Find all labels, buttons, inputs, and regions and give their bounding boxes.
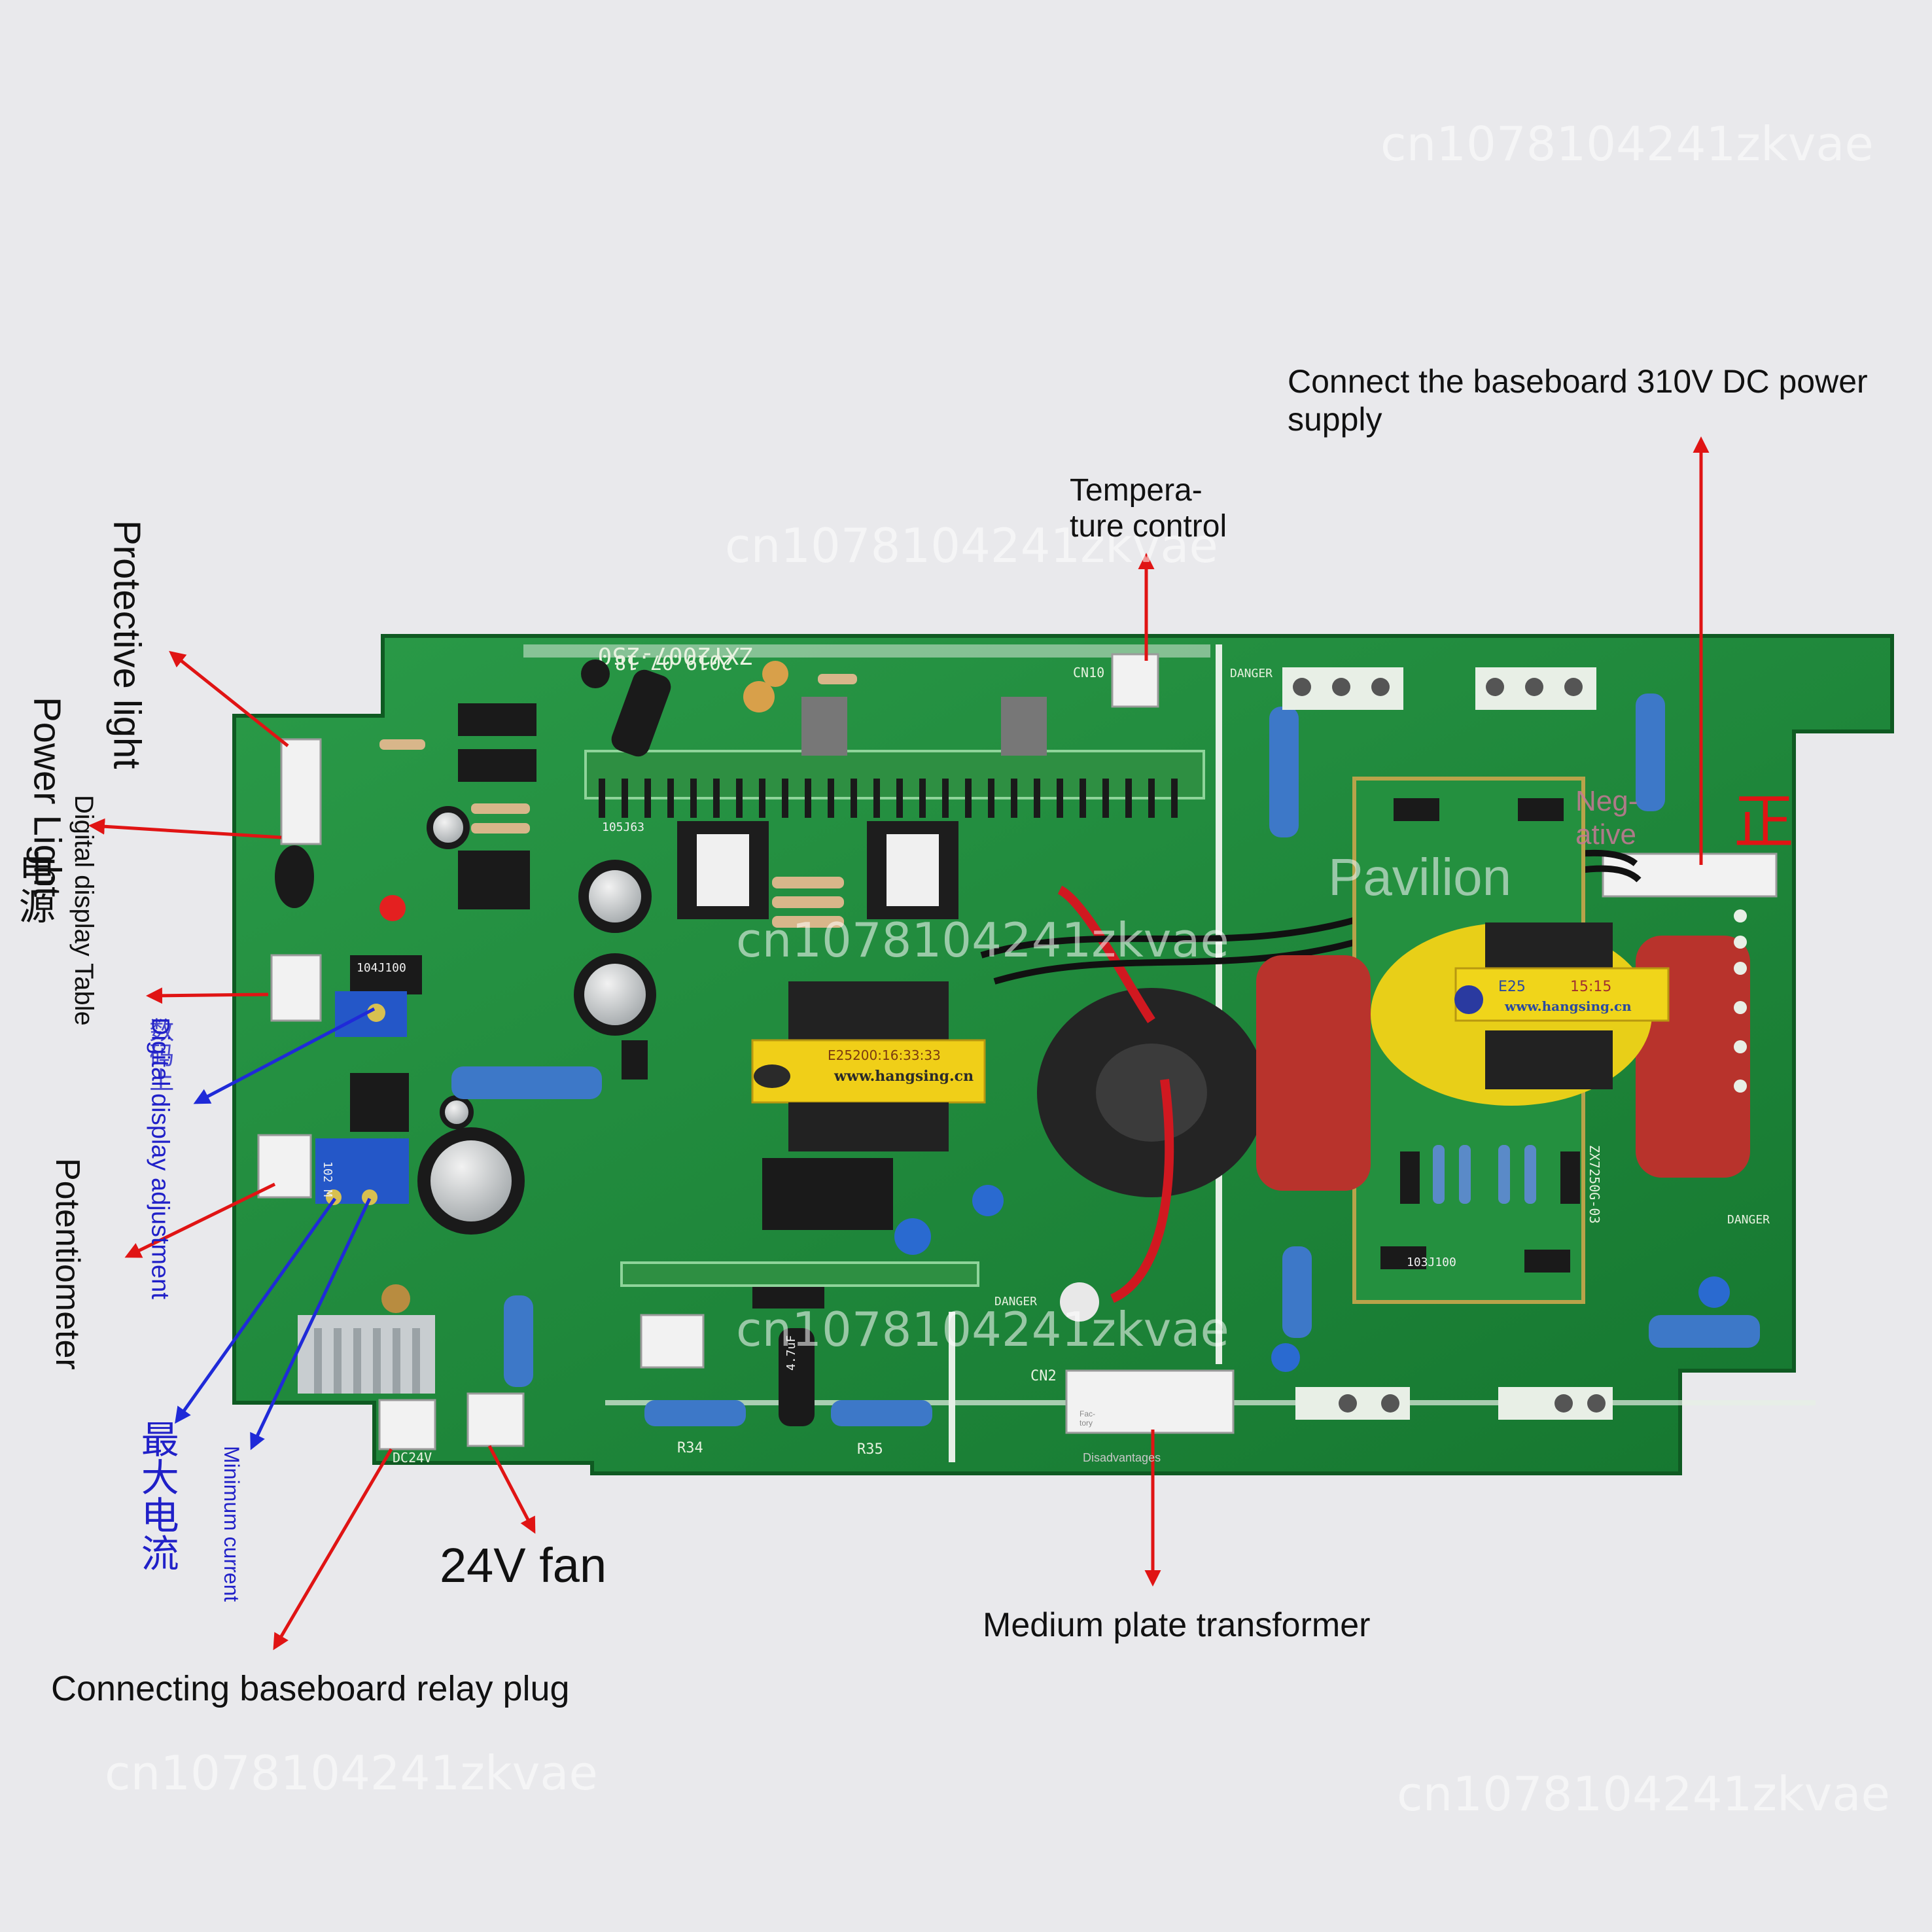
toroid-inductor — [1037, 885, 1266, 1322]
danger-silk-2: DANGER — [1727, 1213, 1770, 1227]
annotation-arrows-red — [88, 436, 1710, 1651]
cap-label: 4.7uF — [784, 1335, 798, 1371]
watermark-bottom-left: cn1078104241zkvae — [105, 1746, 598, 1800]
potentiometers — [315, 991, 409, 1205]
label-negative: Neg- ative — [1575, 785, 1638, 851]
label-power-light-cn: 电源 — [14, 851, 56, 924]
cn10-silk: CN10 — [1073, 665, 1104, 680]
regulator-heatsink — [298, 1284, 435, 1394]
transformer-right-time: 15:15 — [1570, 979, 1611, 995]
power-resistors — [451, 694, 1760, 1426]
label-protective-light: Protective light — [105, 520, 149, 769]
watermark-top-right: cn1078104241zkvae — [1380, 116, 1874, 171]
transformer-left: E25200:16:33:33 www.hangsing.cn — [751, 981, 986, 1151]
ics — [350, 703, 893, 1308]
label-pavilion: Pavilion — [1328, 848, 1512, 906]
r34-silk: R34 — [677, 1440, 703, 1456]
label-min-current: Minimum current — [219, 1446, 243, 1602]
label-medium-transformer: Medium plate transformer — [983, 1606, 1371, 1644]
protective-led — [379, 895, 406, 921]
label-dc-power: Connect the baseboard 310V DC power supp… — [1288, 363, 1868, 438]
dc24-silk: DC24V — [393, 1450, 432, 1466]
danger-silk-3: DANGER — [994, 1295, 1037, 1308]
film-cap-left — [1256, 955, 1371, 1191]
transformer-right-code: E25 — [1498, 979, 1526, 995]
electrolytic-caps — [275, 659, 815, 1426]
label-temperature-control: Tempera- ture control — [1070, 473, 1227, 544]
watermark-center: cn1078104241zkvae — [736, 913, 1229, 968]
connectors — [257, 653, 1778, 1450]
watermark-bottom-right: cn1078104241zkvae — [1397, 1766, 1890, 1821]
pot-label: 102 M — [321, 1161, 334, 1197]
label-positive-cn: 正 — [1734, 789, 1795, 856]
res-label-b: 103J100 — [1407, 1256, 1456, 1269]
label-disadvantages: Disadvantages — [1083, 1451, 1161, 1464]
label-factory: Fac- tory — [1080, 1409, 1095, 1428]
cn2-silk: CN2 — [1030, 1368, 1057, 1384]
transformer-right: E25 15:15 www.hangsing.cn — [1371, 922, 1670, 1106]
power-transistors — [677, 697, 1047, 919]
watermark-lower-center: cn1078104241zkvae — [736, 1302, 1229, 1357]
resistors-top — [379, 674, 857, 928]
transformer-right-brand: www.hangsing.cn — [1504, 998, 1632, 1014]
model2-silk: ZX7250G-03 — [1587, 1145, 1602, 1223]
heatsink-board — [584, 750, 1205, 799]
transformer-left-code: E25200:16:33:33 — [828, 1047, 941, 1063]
watermark-middle-left: cn1078104241zkvae — [725, 518, 1218, 573]
label-digital-display-table: Digital display Table — [69, 795, 98, 1026]
transformer-left-brand: www.hangsing.cn — [834, 1068, 974, 1085]
label-digital-display-cn: 数码上 — [145, 1017, 173, 1092]
label-24v-fan: 24V fan — [440, 1538, 607, 1592]
cap-big-label: 105J63 — [602, 820, 644, 834]
r35-silk: R35 — [857, 1441, 883, 1458]
label-power-light: Power Light — [26, 697, 69, 898]
danger-silk: DANGER — [1230, 667, 1273, 680]
annotation-arrows-blue — [175, 1007, 376, 1450]
label-max-current: 最大电流 — [135, 1420, 178, 1572]
label-digital-display-adjustment: Digital display adjustment — [146, 1017, 174, 1299]
label-potentiometer: Potentiometer — [48, 1158, 86, 1370]
label-relay-plug: Connecting baseboard relay plug — [51, 1669, 570, 1708]
board-model-silk: ZXY2007-250 — [598, 642, 754, 669]
board-date-silk: 2019.07.18 — [614, 650, 733, 673]
res-label-a: 104J100 — [357, 961, 406, 975]
